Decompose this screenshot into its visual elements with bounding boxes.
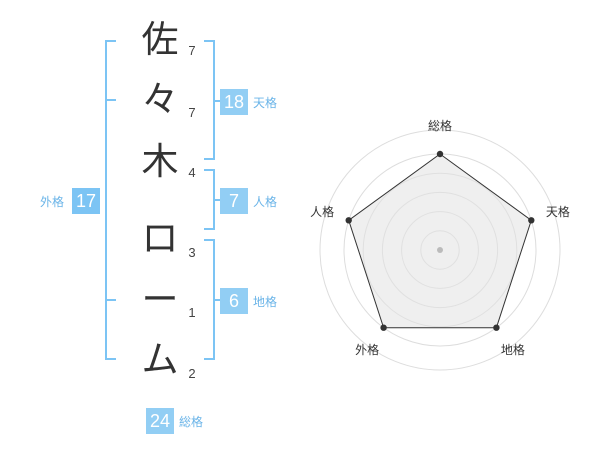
- stroke-count-6: 2: [188, 366, 196, 381]
- chikaku-label: 地格: [253, 295, 278, 309]
- name-char-5: ー: [141, 278, 179, 321]
- name-char-2: 々: [141, 78, 179, 121]
- stroke-count-2: 7: [188, 105, 196, 120]
- name-char-4: ロ: [141, 217, 179, 260]
- radar-point-2: [528, 217, 535, 224]
- soukaku-value-badge: 24: [146, 408, 174, 434]
- jinkaku-value-badge: 7: [220, 188, 248, 214]
- radar-ring-outer: [319, 129, 561, 371]
- chikaku-value-badge: 6: [220, 288, 248, 314]
- gaikaku-label: 外格: [40, 195, 65, 209]
- name-char-6: ム: [141, 338, 179, 381]
- jinkaku-label: 人格: [253, 195, 278, 209]
- radar-axis-label-3: 地格: [500, 343, 525, 358]
- stroke-count-4: 3: [188, 245, 196, 260]
- soukaku-label: 総格: [179, 415, 204, 429]
- radar-center-dot: [437, 247, 443, 253]
- name-char-1: 佐: [141, 18, 179, 61]
- stroke-count-5: 1: [188, 305, 196, 320]
- stroke-count-3: 4: [188, 165, 196, 180]
- radar-point-4: [380, 324, 387, 331]
- radar-point-3: [493, 324, 500, 331]
- radar-axis-label-2: 天格: [545, 204, 570, 219]
- name-char-3: 木: [141, 140, 179, 183]
- gaikaku-bracket: [105, 40, 116, 360]
- gaikaku-value-badge: 17: [72, 188, 100, 214]
- tenkaku-value-badge: 18: [220, 89, 248, 115]
- radar-polygon: [348, 153, 532, 329]
- stroke-count-1: 7: [188, 43, 196, 58]
- radar-axis-label-4: 外格: [355, 343, 380, 358]
- tenkaku-label: 天格: [253, 96, 278, 110]
- radar-point-5: [345, 217, 352, 224]
- radar-axis-label-1: 総格: [427, 119, 453, 133]
- radar-axis-label-5: 人格: [310, 204, 335, 219]
- radar-point-1: [436, 150, 444, 158]
